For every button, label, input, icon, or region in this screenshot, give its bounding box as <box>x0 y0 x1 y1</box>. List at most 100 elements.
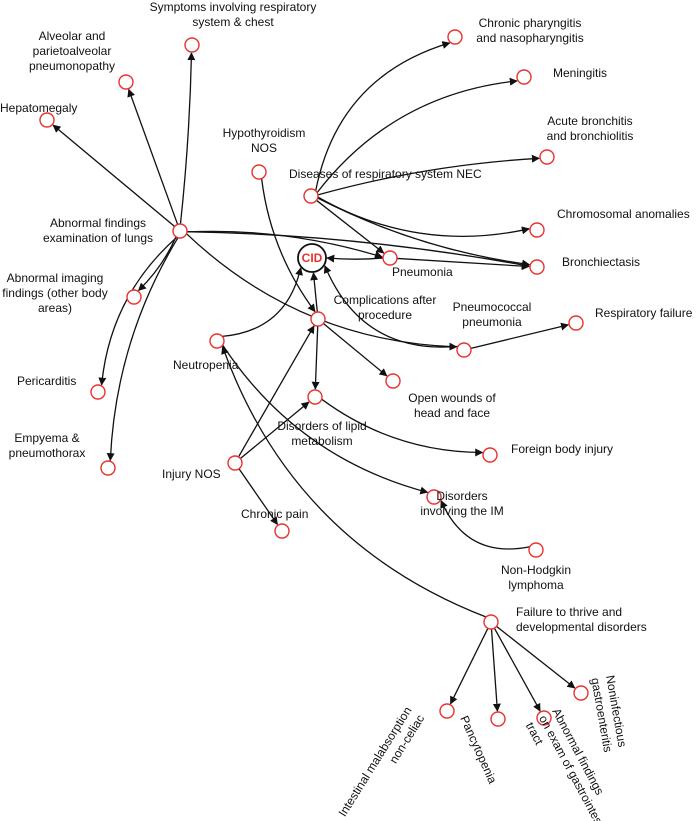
label-line: procedure <box>358 308 412 322</box>
label-line: Chromosomal anomalies <box>557 207 690 221</box>
node-pneumococcal <box>456 342 472 358</box>
label-line: Abnormal imaging <box>7 271 104 285</box>
label-line: Non-Hodgkin <box>501 563 571 577</box>
label-noninfectious: Noninfectiousgastroenteritis <box>588 674 630 753</box>
label-bronchiectasis: Bronchiectasis <box>562 255 640 269</box>
cid-node <box>297 243 327 273</box>
edge-diseases_resp-to-bronchiectasis <box>317 197 531 268</box>
label-pneumonia: Pneumonia <box>392 265 453 279</box>
label-line: Pneumonia <box>392 265 453 279</box>
edge-neutropenia-to-cid <box>222 267 303 338</box>
label-line: NOS <box>251 141 277 155</box>
label-line: Meningitis <box>553 66 607 80</box>
edge-failure_thrive-to-pancytopenia <box>490 628 501 712</box>
node-lipid <box>307 389 323 405</box>
label-foreign-body: Foreign body injury <box>511 442 613 456</box>
edge-abnormal_lungs-to-pneumonia <box>186 230 383 259</box>
edge-complications-to-open_wounds <box>322 322 388 377</box>
edge-diseases_resp-to-chronic_pharyngitis <box>315 41 451 191</box>
label-line: metabolism <box>291 434 352 448</box>
label-line: Chronic pharyngitis <box>479 16 582 30</box>
label-diseases-resp: Diseases of respiratory system NEC <box>289 167 482 181</box>
label-line: Hepatomegaly <box>0 101 77 115</box>
label-line: Alveolar and <box>39 29 106 43</box>
label-line: Pneumococcal <box>453 300 532 314</box>
node-open-wounds <box>385 373 401 389</box>
edges <box>52 41 576 712</box>
node-chronic-pain <box>274 523 290 539</box>
label-pericarditis: Pericarditis <box>17 374 76 388</box>
label-line: Intestinal malabsorption <box>336 704 415 819</box>
node-respiratory-failure <box>568 315 584 331</box>
label-line: Pericarditis <box>17 374 76 388</box>
edge-abnormal_lungs-to-pneumococcal <box>186 233 458 351</box>
label-line: Chronic pain <box>241 507 308 521</box>
node-bronchiectasis <box>529 259 545 275</box>
label-line: and bronchiolitis <box>547 129 634 143</box>
edge-pneumococcal-to-cid <box>323 265 459 348</box>
label-line: and nasopharyngitis <box>476 31 583 45</box>
label-meningitis: Meningitis <box>553 66 607 80</box>
node-chromosomal <box>529 222 545 238</box>
edge-abnormal_lungs-to-bronchiectasis <box>186 231 530 269</box>
edge-pneumonia-to-cid <box>326 254 384 263</box>
label-empyema: Empyema &pneumothorax <box>9 431 86 460</box>
edge-injury_nos-to-lipid <box>239 401 310 460</box>
edge-failure_thrive-to-noninfectious <box>496 625 576 689</box>
label-line: Open wounds of <box>408 391 496 405</box>
edge-diseases_resp-to-pneumonia <box>316 199 385 254</box>
node-abnormal-gi <box>536 710 552 726</box>
label-line: Hypothyroidism <box>223 126 306 140</box>
node-pericarditis <box>90 384 106 400</box>
label-line: Disorders of lipid <box>277 419 366 433</box>
label-line: pneumonopathy <box>29 59 115 73</box>
node-abnormal-lungs <box>172 223 188 239</box>
label-line: system & chest <box>192 15 274 29</box>
edge-abnormal_lungs-to-pericarditis <box>98 236 178 386</box>
label-hepatomegaly: Hepatomegaly <box>0 101 77 115</box>
edge-abnormal_lungs-to-hepatomegaly <box>52 124 176 228</box>
edge-pneumococcal-to-respiratory_failure <box>470 322 570 349</box>
edge-abnormal_lungs-to-symptoms_resp <box>179 52 196 225</box>
edge-diseases_resp-to-chromosomal <box>317 196 530 237</box>
edge-failure_thrive-to-abnormal_gi <box>493 627 541 712</box>
node-intestinal <box>439 703 455 719</box>
node-abnormal-imaging <box>126 289 142 305</box>
edge-non_hodgkin-to-disorders_im <box>440 499 530 550</box>
label-line: Complications after <box>334 293 437 307</box>
label-line: head and face <box>414 406 490 420</box>
edge-pneumonia-to-bronchiectasis <box>396 257 530 271</box>
label-chronic-pain: Chronic pain <box>241 507 308 521</box>
label-line: Injury NOS <box>162 467 221 481</box>
node-chronic-pharyngitis <box>447 29 463 45</box>
label-line: Respiratory failure <box>595 306 693 320</box>
edge-complications-to-cid <box>310 272 319 313</box>
node-meningitis <box>516 69 532 85</box>
label-line: areas) <box>38 301 72 315</box>
label-line: pneumothorax <box>9 446 86 460</box>
edge-abnormal_lungs-to-alveolar <box>127 88 179 225</box>
label-line: Disorders <box>436 489 487 503</box>
edge-failure_thrive-to-neutropenia <box>221 345 487 618</box>
node-symptoms-resp <box>184 37 200 53</box>
edge-abnormal_lungs-to-abnormal_imaging <box>137 236 177 291</box>
edge-injury_nos-to-complications <box>237 325 315 458</box>
nodes <box>39 29 589 727</box>
node-complications <box>310 311 326 327</box>
edge-complications-to-lipid <box>311 325 320 390</box>
label-injury-nos: Injury NOS <box>162 467 221 481</box>
edge-abnormal_lungs-to-empyema <box>106 237 179 462</box>
label-line: examination of lungs <box>43 231 153 245</box>
edge-injury_nos-to-chronic_pain <box>238 468 278 526</box>
